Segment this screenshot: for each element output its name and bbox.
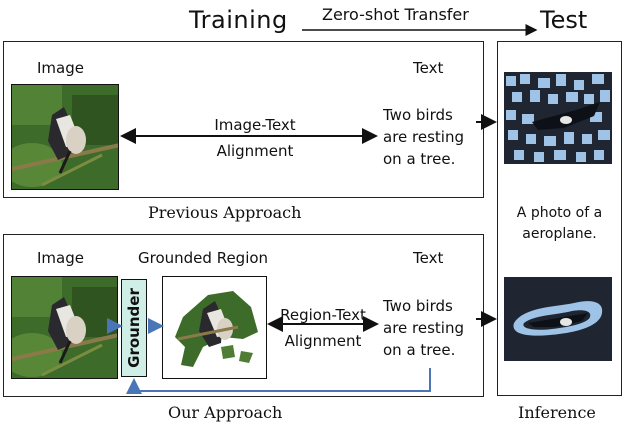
test-box bbox=[497, 41, 622, 396]
our-bird-photo bbox=[11, 276, 118, 379]
previous-approach-title: Previous Approach bbox=[148, 203, 302, 222]
region-mask-image bbox=[504, 277, 612, 361]
test-title: Test bbox=[540, 6, 588, 34]
bird-image bbox=[12, 85, 118, 189]
test-prompt-line2: aeroplane. bbox=[522, 226, 597, 242]
previous-caption-line2: are resting bbox=[383, 128, 464, 146]
our-text-label: Text bbox=[413, 249, 444, 267]
zero-shot-transfer-label: Zero-shot Transfer bbox=[322, 5, 469, 24]
masked-aeroplane-image bbox=[504, 72, 612, 164]
grounded-region-photo bbox=[162, 276, 267, 379]
masked-bird-image bbox=[175, 291, 258, 367]
text-feedback-arrow bbox=[126, 368, 431, 394]
previous-image-label: Image bbox=[37, 59, 84, 77]
inference-title: Inference bbox=[518, 403, 596, 422]
grounded-region-label: Grounded Region bbox=[138, 249, 269, 267]
our-approach-title: Our Approach bbox=[168, 403, 283, 422]
grounded-aeroplane-image bbox=[504, 277, 612, 361]
training-title: Training bbox=[189, 6, 288, 34]
image-text-alignment-line2: Alignment bbox=[216, 142, 294, 160]
bird-image bbox=[12, 277, 117, 378]
grounder-box bbox=[121, 279, 147, 377]
previous-bird-photo bbox=[11, 84, 119, 190]
previous-text-label: Text bbox=[413, 59, 444, 77]
previous-caption-line1: Two birds bbox=[383, 106, 453, 124]
previous-caption-line3: on a tree. bbox=[383, 150, 456, 168]
our-image-label: Image bbox=[37, 249, 84, 267]
our-caption-line2: are resting bbox=[383, 319, 464, 337]
test-prompt-line1: A photo of a bbox=[516, 205, 603, 221]
patch-mask-image bbox=[504, 72, 612, 164]
our-caption-line3: on a tree. bbox=[383, 341, 456, 359]
region-text-alignment-line2: Alignment bbox=[284, 332, 362, 350]
our-caption-line1: Two birds bbox=[383, 297, 453, 315]
